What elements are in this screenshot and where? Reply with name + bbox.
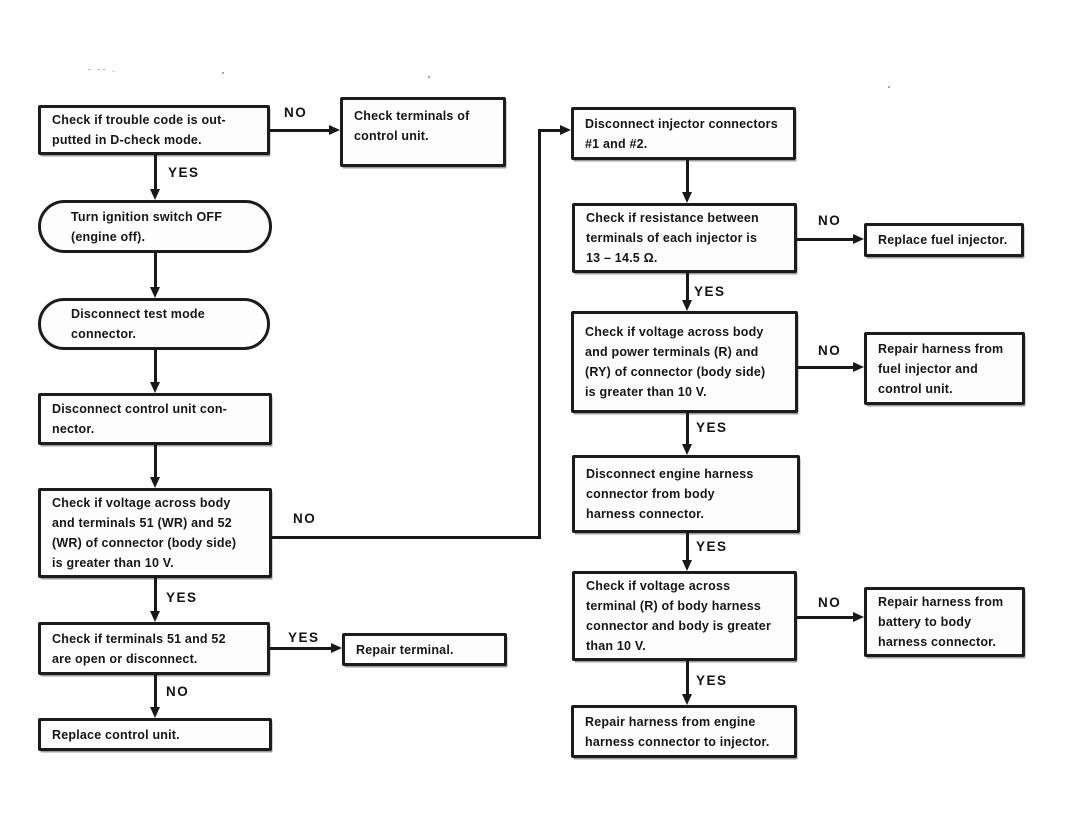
edge-label-voltagerry-no: NO [818,343,842,358]
edge-label-terminals5152-yes: YES [288,630,320,645]
connector-voltager-to-repair-line [686,661,689,695]
node-check-terminals-51-52: Check if terminals 51 and 52 are open or… [38,622,270,675]
edge-label-trouble-yes: YES [168,165,200,180]
edge-label-resistance-no: NO [818,213,842,228]
connector-trouble-to-ignition-line [154,155,157,190]
connector-resistance-to-voltage-arrowhead [682,300,692,311]
connector-testmode-to-cu-arrowhead [150,382,160,393]
connector-trouble-no-line [270,129,329,132]
edge-label-voltage5152-no: NO [293,511,317,526]
node-check-voltage-r-ry: Check if voltage across body and power t… [571,311,798,413]
node-disconnect-test-mode: Disconnect test mode connector. [38,298,270,350]
node-check-trouble-code: Check if trouble code is out- putted in … [38,105,270,155]
node-check-voltage-r-body: Check if voltage across terminal (R) of … [572,571,797,661]
node-replace-fuel-injector: Replace fuel injector. [864,223,1024,257]
scan-dot [428,76,430,78]
node-disconnect-control-unit-connector: Disconnect control unit con- nector. [38,393,272,445]
connector-voltager-no-line [797,616,853,619]
connector-injectors-to-resistance-arrowhead [682,192,692,203]
edge-label-voltage5152-yes: YES [166,590,198,605]
scan-dot [222,72,224,74]
connector-voltager-no-arrowhead [853,612,864,622]
connector-voltage-no-route-bottom [272,536,541,539]
connector-trouble-to-ignition-arrowhead [150,189,160,200]
scan-artifact-dashes: - -- . [88,64,117,74]
connector-ignition-to-testmode-line [154,253,157,288]
connector-voltage-to-terminals-line [154,578,157,612]
connector-cu-to-voltage-line [154,445,157,478]
connector-voltage-to-engineharness-line [686,413,689,445]
connector-voltage-no-route-top [538,129,560,132]
connector-voltage-to-engineharness-arrowhead [682,444,692,455]
connector-testmode-to-cu-line [154,350,157,383]
connector-voltagerry-no-line [798,366,853,369]
edge-label-trouble-no: NO [284,105,308,120]
connector-cu-to-voltage-arrowhead [150,477,160,488]
edge-label-voltager-yes: YES [696,673,728,688]
scan-dot [888,86,890,88]
connector-engineharness-to-voltager-arrowhead [682,560,692,571]
connector-voltager-to-repair-arrowhead [682,694,692,705]
edge-label-terminals5152-no: NO [166,684,190,699]
edge-label-resistance-yes: YES [694,284,726,299]
node-replace-control-unit: Replace control unit. [38,718,272,751]
edge-label-voltager-no: NO [818,595,842,610]
connector-resistance-no-line [797,238,853,241]
node-disconnect-engine-harness: Disconnect engine harness connector from… [572,455,800,533]
connector-terminals-to-replace-arrowhead [150,707,160,718]
node-check-voltage-51-52: Check if voltage across body and termina… [38,488,272,578]
connector-resistance-to-voltage-line [686,273,689,301]
connector-resistance-no-arrowhead [853,234,864,244]
node-repair-harness-injector-cu: Repair harness from fuel injector and co… [864,332,1025,405]
connector-voltage-no-route-vertical [538,129,541,539]
node-turn-ignition-off: Turn ignition switch OFF (engine off). [38,200,272,253]
edge-label-engineharness-yes: YES [696,539,728,554]
connector-ignition-to-testmode-arrowhead [150,287,160,298]
node-repair-harness-battery: Repair harness from battery to body harn… [864,587,1025,657]
connector-voltagerry-no-arrowhead [853,362,864,372]
connector-terminals-yes-arrowhead [331,643,342,653]
connector-terminals-yes-line [270,647,331,650]
connector-injectors-to-resistance-line [686,160,689,193]
node-repair-harness-engine-injector: Repair harness from engine harness conne… [571,705,797,758]
connector-trouble-no-arrowhead [329,125,340,135]
node-check-terminals-control-unit: Check terminals of control unit. [340,97,506,167]
connector-terminals-to-replace-line [154,675,157,708]
node-check-resistance: Check if resistance between terminals of… [572,203,797,273]
connector-voltage-no-route-arrowhead [560,125,571,135]
edge-label-voltagerry-yes: YES [696,420,728,435]
node-disconnect-injector-connectors: Disconnect injector connectors #1 and #2… [571,107,796,160]
node-repair-terminal: Repair terminal. [342,633,507,666]
connector-voltage-to-terminals-arrowhead [150,611,160,622]
connector-engineharness-to-voltager-line [686,533,689,561]
